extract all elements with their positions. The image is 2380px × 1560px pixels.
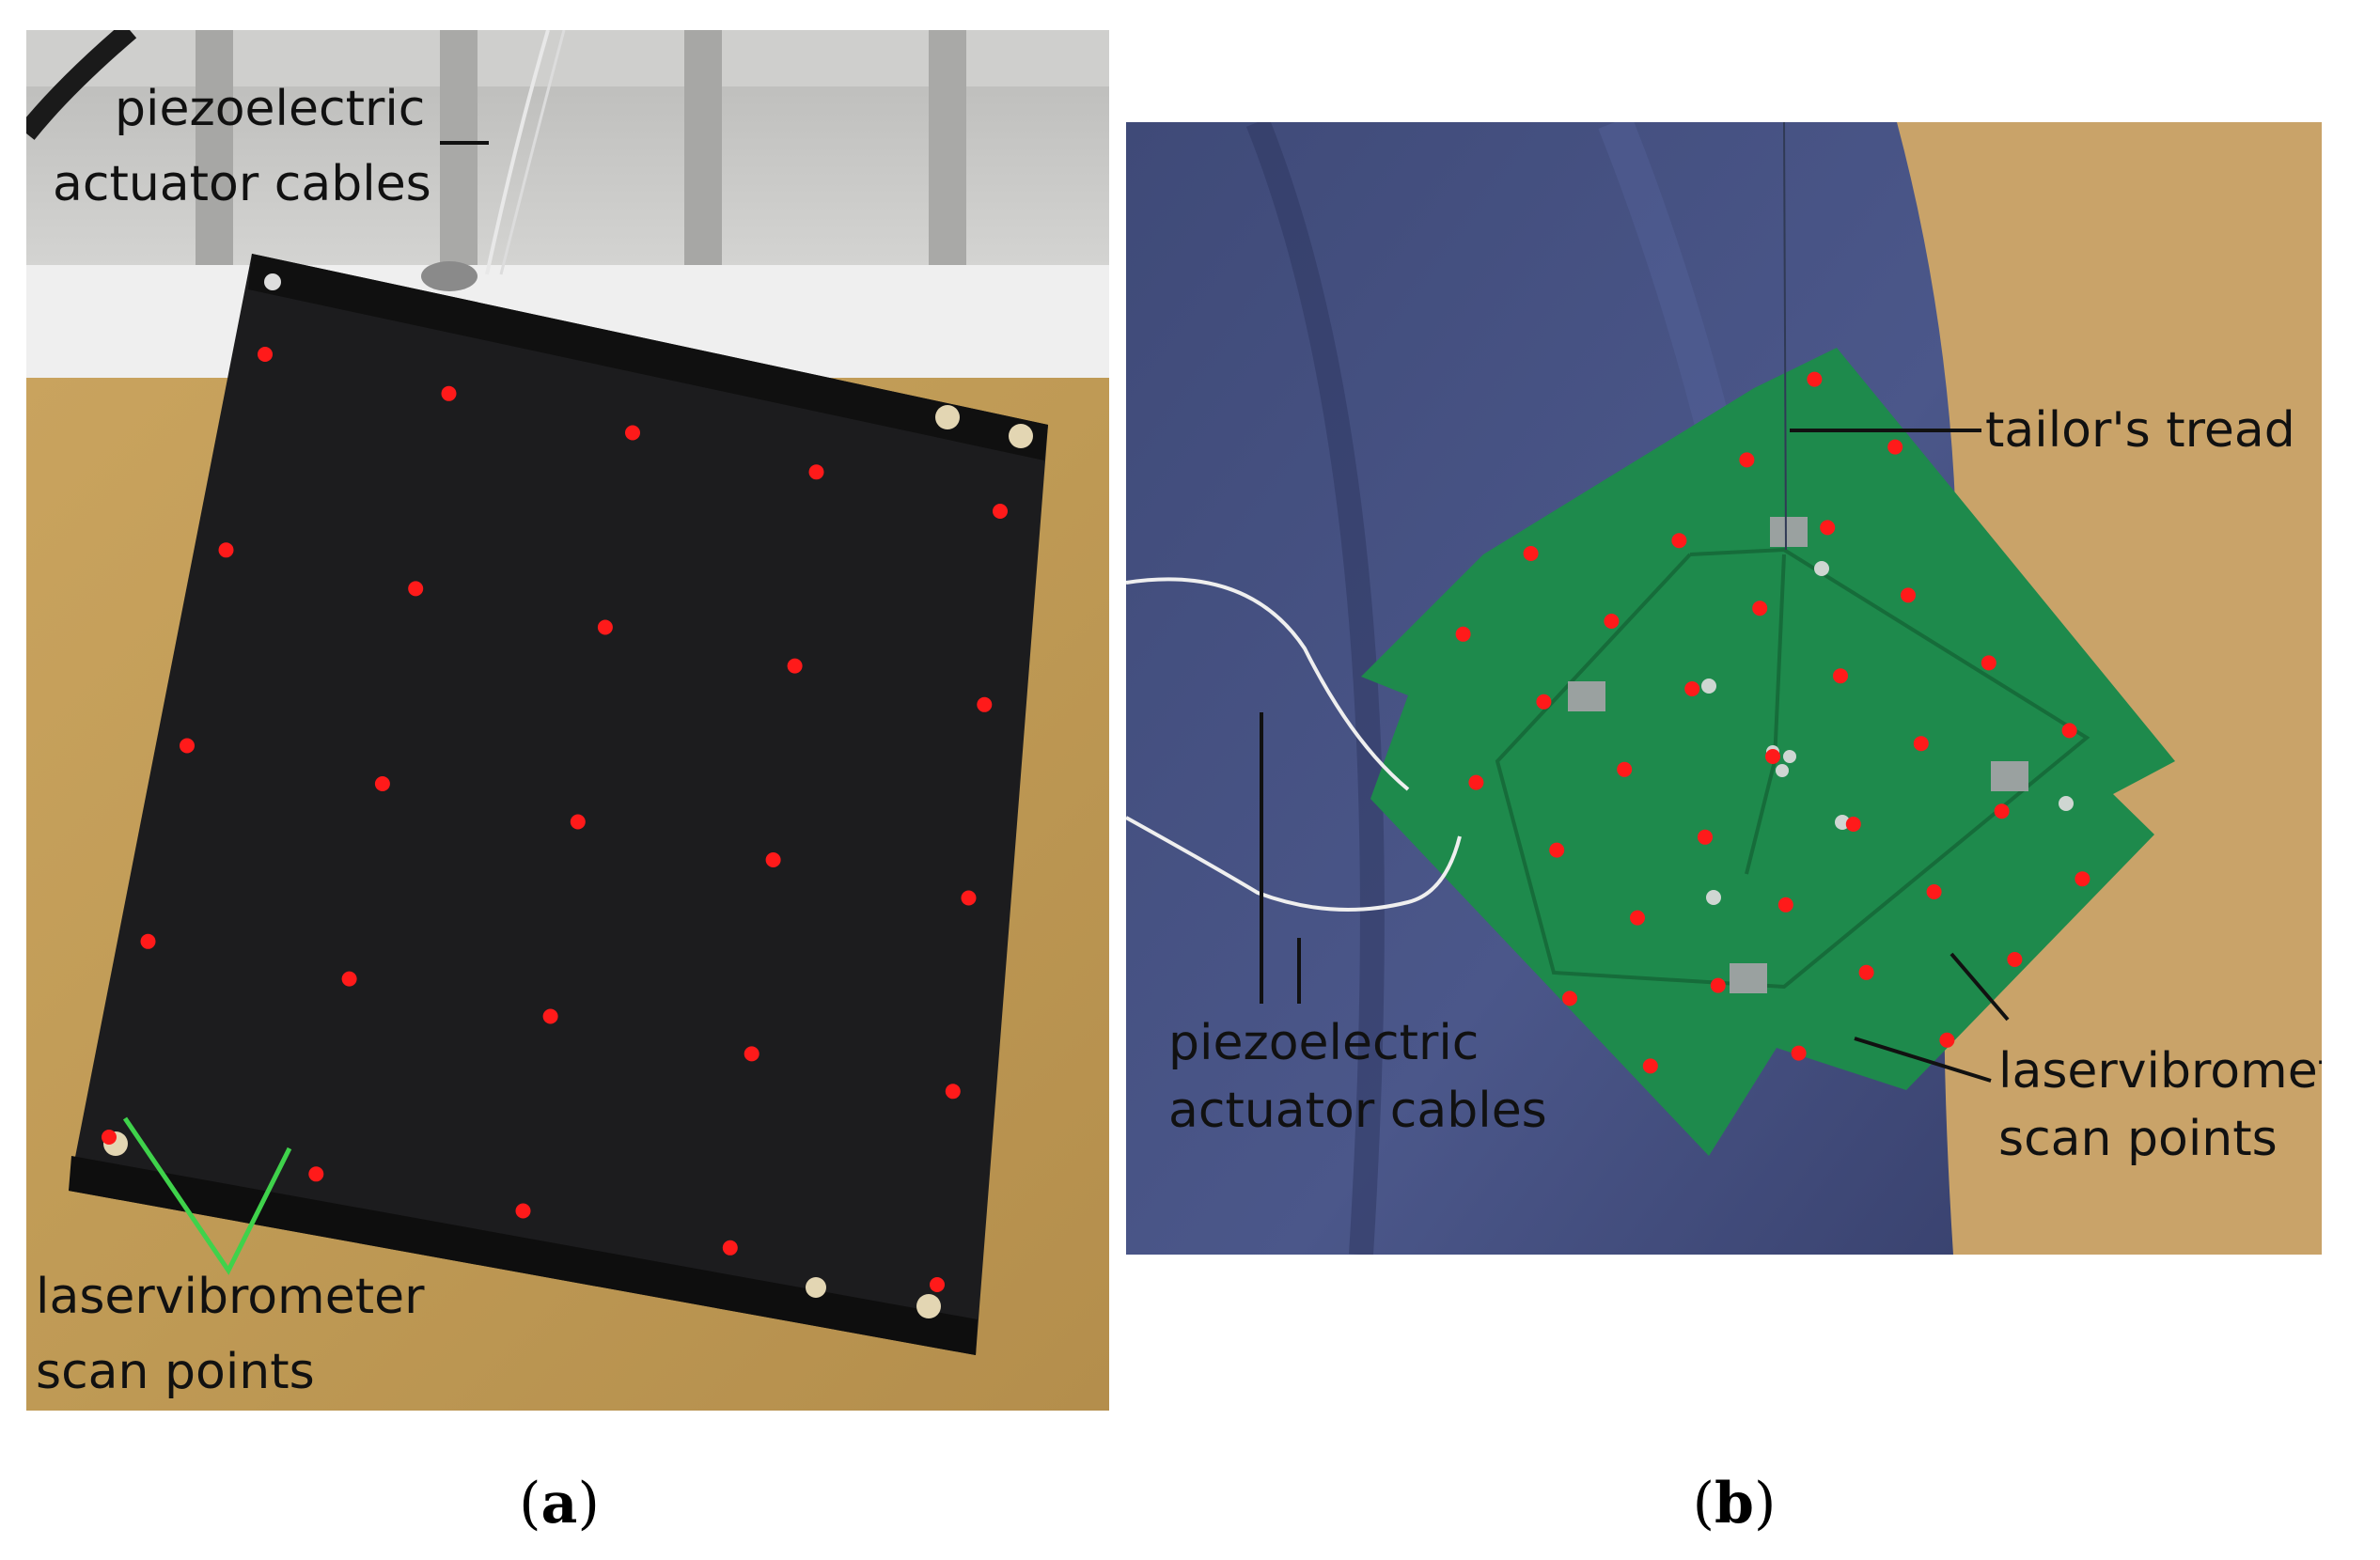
scan-point: [140, 933, 156, 949]
scan-point: [1455, 626, 1471, 642]
scan-point: [441, 385, 457, 401]
label-a-scan-points-line2: scan points: [36, 1344, 315, 1400]
scan-point: [961, 890, 977, 906]
scan-point: [930, 1277, 945, 1292]
actuator-cable-2: [499, 30, 566, 275]
scan-point: [341, 971, 357, 987]
scan-point: [1604, 614, 1620, 629]
scan-point: [408, 581, 424, 597]
pcb-trace-outer: [1495, 547, 2090, 990]
scan-point: [977, 696, 993, 712]
scan-point: [1468, 774, 1484, 790]
scan-point: [2061, 723, 2077, 739]
scan-point: [1926, 884, 1942, 899]
scan-point: [1710, 977, 1726, 993]
scan-point: [1630, 910, 1645, 926]
scan-point: [744, 1046, 759, 1062]
caption-b-letter: b: [1715, 1471, 1754, 1537]
actuator-cable-b2: [1126, 816, 1462, 912]
scan-point: [1913, 736, 1929, 752]
scan-point: [1698, 829, 1713, 845]
scan-point: [515, 1203, 531, 1219]
scan-point: [308, 1166, 324, 1182]
label-b-scan-points-line2: scan points: [1998, 1111, 2278, 1167]
scan-point: [1901, 587, 1916, 603]
scan-point: [1684, 681, 1700, 696]
label-b-scan-points-line1: laservibrometer: [1998, 1043, 2322, 1100]
scan-points-a: [102, 347, 1008, 1292]
scan-point: [542, 1008, 558, 1024]
label-a-scan-points-line1: laservibrometer: [36, 1269, 425, 1325]
scan-point: [808, 464, 824, 480]
scan-point: [1981, 655, 1996, 671]
scan-point: [1739, 452, 1755, 468]
scan-point: [1820, 520, 1836, 536]
scan-pointer-b1: [1949, 952, 2010, 1022]
scan-point: [945, 1084, 961, 1100]
scan-point: [218, 542, 234, 558]
scan-point: [1765, 749, 1780, 764]
scan-point: [1833, 668, 1848, 684]
scan-point: [1536, 694, 1552, 710]
scan-points-pointer-a: [122, 1116, 292, 1275]
photo-panel-b: tailor's tread piezoelectric actuator ca…: [1126, 122, 2322, 1255]
scan-point: [765, 852, 781, 867]
scan-point: [2075, 871, 2090, 887]
label-a-cables-line1: piezoelectric: [115, 81, 426, 137]
caption-a-letter: a: [540, 1471, 578, 1537]
scan-point: [1549, 842, 1565, 858]
scan-point: [1887, 439, 1903, 455]
pcb-connector-right: [1991, 761, 2028, 791]
caption-b: (b): [1692, 1471, 1777, 1537]
label-a-cables-line2: actuator cables: [53, 156, 431, 212]
black-plate: [69, 254, 1048, 1355]
scan-point: [180, 738, 195, 754]
scan-point: [374, 776, 390, 791]
scan-point: [1523, 546, 1539, 561]
photo-a-scene: [26, 30, 1109, 1411]
scan-point: [722, 1240, 738, 1256]
caption-a: (a): [519, 1471, 600, 1537]
plate-top-rail: [248, 254, 1048, 460]
scan-point: [1752, 601, 1768, 616]
scan-point: [993, 504, 1008, 519]
actuator-cable-b1: [1126, 577, 1410, 791]
black-cable: [26, 30, 137, 140]
actuator-mount: [421, 261, 478, 291]
scan-point: [102, 1130, 117, 1145]
scan-point: [597, 619, 613, 635]
scan-pointer-b2: [1854, 1037, 1992, 1083]
scan-point: [2007, 952, 2023, 967]
scan-point: [1642, 1058, 1658, 1074]
label-b-tread: tailor's tread: [1985, 402, 2295, 459]
pcb-connector-bottom: [1730, 963, 1767, 993]
scan-point: [625, 425, 640, 441]
scan-point: [1562, 991, 1577, 1006]
scan-point: [258, 347, 273, 362]
label-b-cables-line1: piezoelectric: [1168, 1015, 1480, 1071]
photo-panel-a: piezoelectric actuator cables laservibro…: [26, 30, 1109, 1411]
scan-point: [1845, 817, 1861, 832]
scan-point: [1671, 533, 1687, 549]
scan-point: [570, 814, 586, 830]
scan-point: [1858, 964, 1874, 980]
scan-point: [1617, 761, 1633, 777]
pcb-connector-left: [1568, 681, 1605, 711]
scan-point: [1939, 1032, 1955, 1048]
actuator-cable-1: [485, 30, 550, 275]
scan-point: [1994, 803, 2010, 819]
pcb-connector-top: [1770, 517, 1808, 547]
plate-bottom-rail: [69, 1156, 978, 1355]
photo-b-scene: [1126, 122, 2322, 1255]
scan-point: [1777, 897, 1793, 913]
scan-point: [1807, 371, 1823, 387]
tailors-thread: [1783, 122, 1787, 551]
scan-points-b: [1455, 371, 2090, 1074]
scan-point: [1791, 1045, 1807, 1061]
scan-point: [787, 658, 803, 674]
label-b-cables-line2: actuator cables: [1168, 1083, 1547, 1139]
